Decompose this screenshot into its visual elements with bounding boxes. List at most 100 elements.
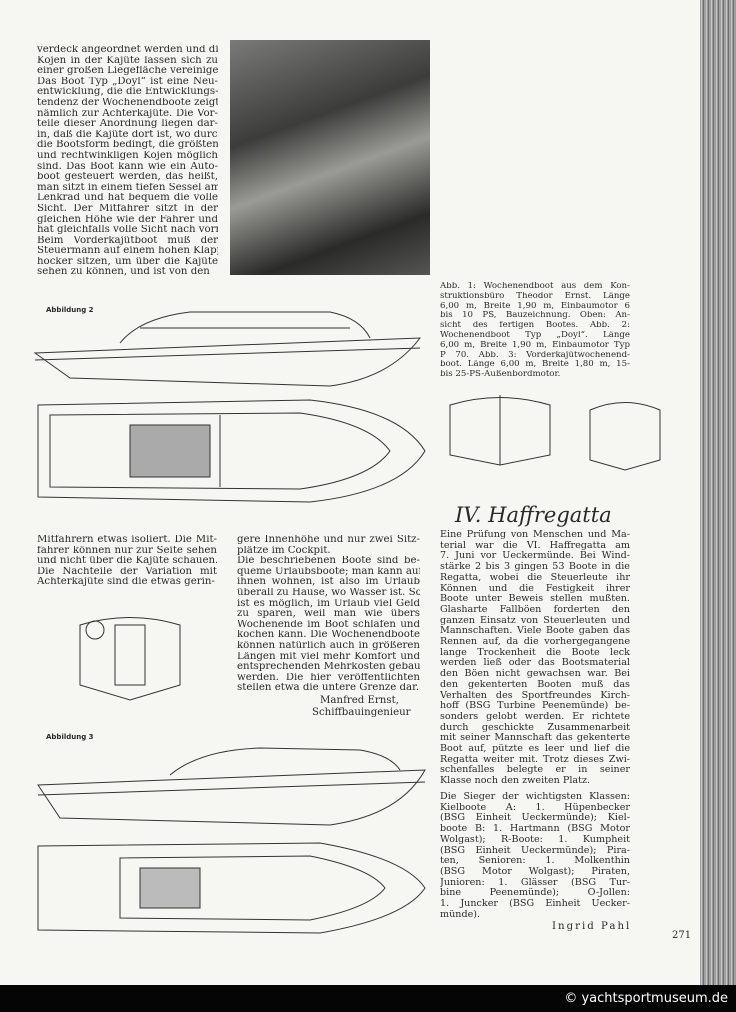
boat-photo xyxy=(230,40,430,275)
text-line: hocker sitzen, um über die Kajüte xyxy=(37,256,218,267)
text-column-middle: gere Innenhöhe und nur zwei Sitz-plätze … xyxy=(237,535,420,694)
text-line: boote B: 1. Hartmann (BSG Motor xyxy=(440,824,630,835)
watermark-bar: © yachtsportmuseum.de xyxy=(0,985,736,1012)
text-line: fahrer können nur zur Seite sehen xyxy=(37,545,217,556)
text-line: kochen kann. Die Wochenendboote xyxy=(237,630,420,641)
text-line: in, daß die Kajüte dort ist, wo durch xyxy=(37,129,218,140)
figure-caption: Abb. 1: Wochenendboot aus dem Kon-strukt… xyxy=(440,282,630,380)
text-line: Boote unter Beweis stellen mußten. xyxy=(440,594,630,605)
cabin-section-drawing-fig3 xyxy=(79,617,181,701)
text-line: einer großen Liegefläche vereinigen. xyxy=(37,66,218,77)
text-line: 7. Juni vor Ueckermünde. Bei Wind- xyxy=(440,551,630,562)
text-line: terial war die VI. Haffregatta am xyxy=(440,540,630,551)
boat-profile-drawing-fig3 xyxy=(37,747,426,826)
text-line: Eine Prüfung von Menschen und Ma- xyxy=(440,530,630,540)
page-number: 271 xyxy=(672,930,692,941)
text-line: Sicht. Der Mitfahrer sitzt in der xyxy=(37,203,218,214)
text-line: (BSG Einheit Ueckermünde); Pira- xyxy=(440,845,630,856)
text-line: hoff (BSG Turbine Peenemünde) be- xyxy=(440,701,630,712)
text-line: Rennen auf, da die vorhergegangene xyxy=(440,637,630,648)
text-line: stellen etwa die untere Grenze dar. xyxy=(237,683,420,694)
text-line: (BSG Motor Wolgast); Piraten, xyxy=(440,866,630,877)
text-line: und nicht über die Kajüte schauen. xyxy=(37,556,217,567)
boat-profile-drawing-fig2 xyxy=(33,311,422,387)
text-line: Achterkajüte sind die etwas gerin- xyxy=(37,577,215,588)
text-line: Die beschriebenen Boote sind be- xyxy=(237,556,420,567)
text-line: Lenkrad und hat bequem die volle xyxy=(37,193,218,204)
text-line: überall zu Hause, wo Wasser ist. So xyxy=(237,587,420,598)
watermark-text: © yachtsportmuseum.de xyxy=(564,991,728,1006)
text-line: Längen mit viel mehr Komfort und xyxy=(237,651,420,662)
text-line: P 70. Abb. 3: Vorderkajütwochenend- xyxy=(440,350,630,360)
text-line: nämlich zur Achterkajüte. Die Vor- xyxy=(37,108,218,119)
text-line: die Bootsform bedingt, die größten xyxy=(37,140,218,151)
text-line: bis 25-PS-Außenbordmotor. xyxy=(440,370,561,380)
text-line: Beim Vorderkajütboot muß der xyxy=(37,235,218,246)
author-name: Manfred Ernst, xyxy=(320,695,399,706)
text-line: sind. Das Boot kann wie ein Auto- xyxy=(37,161,218,172)
text-line: gere Innenhöhe und nur zwei Sitz- xyxy=(237,535,420,545)
text-line: lange Trockenheit die Boote leck xyxy=(440,647,630,658)
text-line: sehen zu können, und ist von den xyxy=(37,267,210,278)
text-column-right: Eine Prüfung von Menschen und Ma-terial … xyxy=(440,530,630,787)
text-line: plätze im Cockpit. xyxy=(237,545,331,556)
text-line: man sitzt in einem tiefen Sessel am xyxy=(37,182,218,193)
text-line: sicht des fertigen Bootes. Abb. 2: xyxy=(440,321,630,331)
text-line: entsprechenden Mehrkosten gebaut xyxy=(237,662,420,673)
text-line: Wolgast); R-Boote: 1. Kumpheit xyxy=(440,834,630,845)
text-line: sonders gelobt werden. Er richtete xyxy=(440,711,630,722)
text-line: und rechtwinkligen Kojen möglich xyxy=(37,150,218,161)
text-line: Steuermann auf einem hohen Klapp- xyxy=(37,246,218,257)
text-line: mit seiner Mannschaft das gekenterte xyxy=(440,733,630,744)
text-line: Die Sieger der wichtigsten Klassen: xyxy=(440,792,630,802)
text-line: werden ließ oder das Bootsmaterial xyxy=(440,658,630,669)
text-line: Regatta, wobei die Steuerleute ihr xyxy=(440,572,630,583)
text-line: zu sparen, weil man wie übers xyxy=(237,609,420,620)
text-line: entwicklung, die die Entwicklungs- xyxy=(37,87,218,98)
article-title: IV. Haffregatta xyxy=(455,503,612,527)
text-line: ganzen Einsatz von Steuerleuten und xyxy=(440,615,630,626)
text-line: bis 10 PS, Bauzeichnung. Oben: An- xyxy=(440,311,630,321)
text-line: Boot auf, pützte es leer und lief die xyxy=(440,744,630,755)
text-line: Die Nachteile der Variation mit xyxy=(37,566,217,577)
text-line: Mitfahrern etwas isoliert. Die Mit- xyxy=(37,535,217,545)
text-line: Können und die Festigkeit ihrer xyxy=(440,583,630,594)
text-line: teile dieser Anordnung liegen dar- xyxy=(37,119,218,130)
text-line: können natürlich auch in größeren xyxy=(237,640,420,651)
text-line: ihnen wohnen, ist also im Urlaub xyxy=(237,577,420,588)
text-line: werden. Die hier veröffentlichten xyxy=(237,672,420,683)
text-line: tendenz der Wochenendboote zeigt, xyxy=(37,97,218,108)
text-line: ist es möglich, im Urlaub viel Geld xyxy=(237,598,420,609)
text-line: 6,00 m, Breite 1,90 m, Einbaumotor Typ xyxy=(440,340,630,350)
figure-label-3: Abbildung 3 xyxy=(46,733,94,741)
author-title: Schiffbauingenieur xyxy=(312,707,411,718)
book-spine-edge xyxy=(700,0,736,985)
text-line: Junioren: 1. Glässer (BSG Tur- xyxy=(440,877,630,888)
text-line: den Böen nicht gewachsen war. Bei xyxy=(440,669,630,680)
text-line: 1. Juncker (BSG Einheit Uecker- xyxy=(440,899,630,910)
text-line: gleichen Höhe wie der Fahrer und xyxy=(37,214,218,225)
text-line: (BSG Einheit Ueckermünde); Kiel- xyxy=(440,813,630,824)
text-line: hat gleichfalls volle Sicht nach vorn. xyxy=(37,225,218,236)
text-line: Klasse noch den zweiten Platz. xyxy=(440,776,591,787)
author-ingrid-pahl: Ingrid Pahl xyxy=(552,921,632,932)
text-line: ten, Senioren: 1. Molkenthin xyxy=(440,856,630,867)
winners-list: Die Sieger der wichtigsten Klassen:Kielb… xyxy=(440,792,630,920)
text-line: Kielboote A: 1. Hüpenbecker xyxy=(440,802,630,813)
text-line: queme Urlaubsboote; man kann auf xyxy=(237,566,420,577)
text-column-left-mid: Mitfahrern etwas isoliert. Die Mit-fahre… xyxy=(37,535,217,588)
text-line: Verhalten des Sportfreundes Kirch- xyxy=(440,690,630,701)
text-line: stärke 2 bis 3 gingen 53 Boote in die xyxy=(440,562,630,573)
text-line: boot. Länge 6,00 m, Breite 1,80 m, 15- xyxy=(440,360,630,370)
text-line: Regatta weiter mit. Trotz dieses Zwi- xyxy=(440,754,630,765)
boat-plan-drawing-fig2 xyxy=(37,399,426,503)
text-line: bine Peenemünde); O-Jollen: xyxy=(440,888,630,899)
text-line: Wochenende im Boot schlafen und xyxy=(237,619,420,630)
text-line: münde). xyxy=(440,909,481,920)
boat-plan-drawing-fig3 xyxy=(37,842,426,934)
boat-section-drawing xyxy=(449,395,661,471)
text-line: Wochenendboot Typ „Doyl“. Länge xyxy=(440,330,630,340)
text-line: 6,00 m, Breite 1,90 m, Einbaumotor 6 xyxy=(440,301,630,311)
